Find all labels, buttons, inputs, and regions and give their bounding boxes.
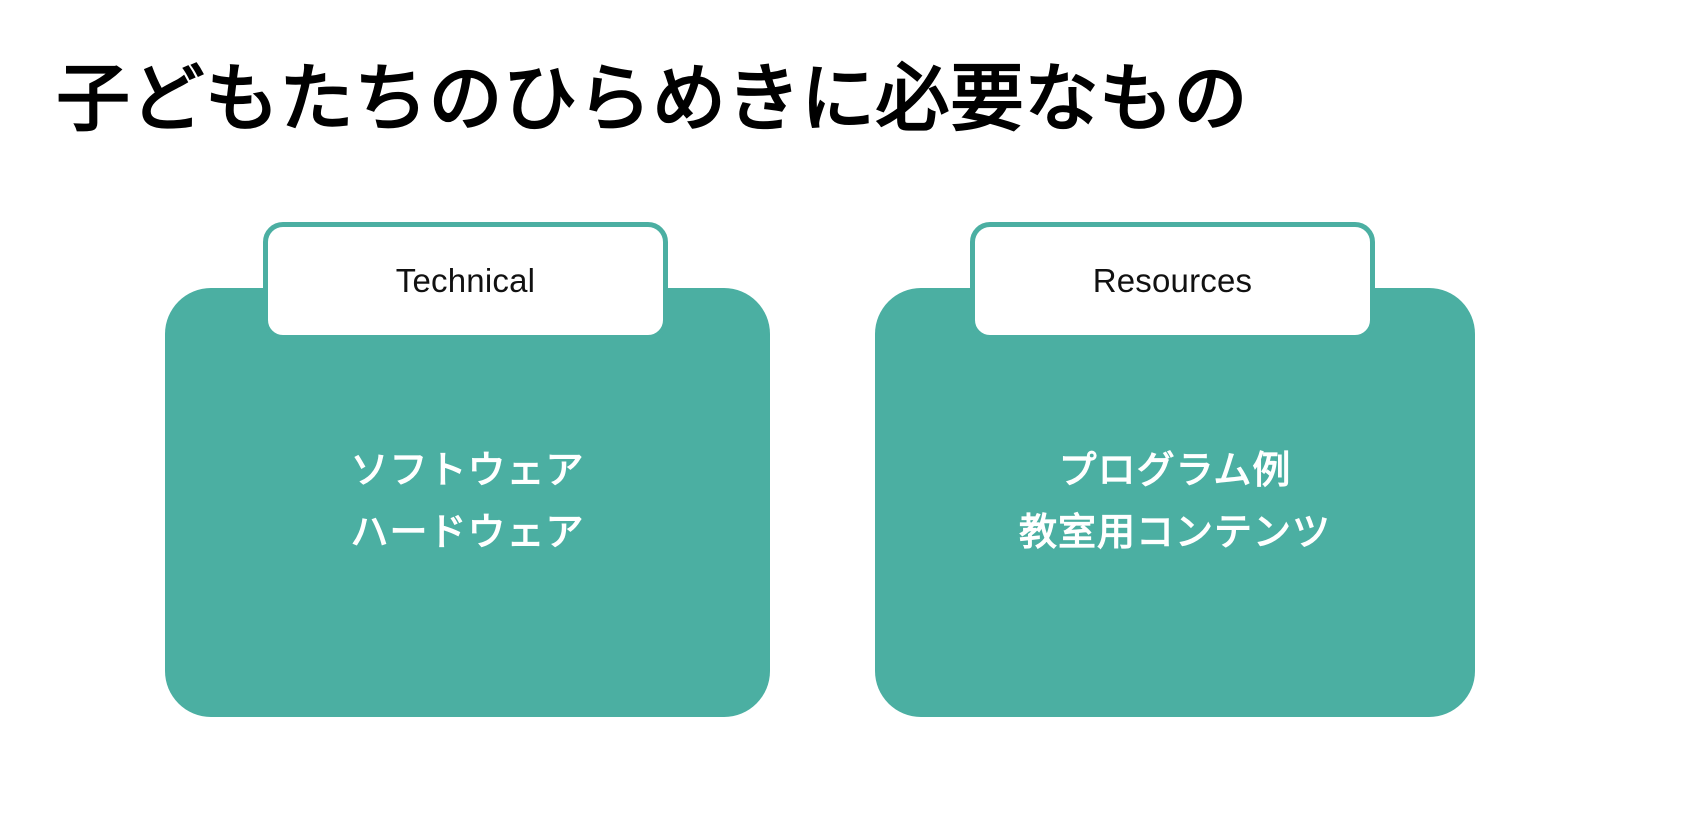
card-resources[interactable]: プログラム例 教室用コンテンツ Resources [875,222,1475,717]
card-technical-label-text: Technical [395,262,536,299]
card-resources-label[interactable]: Resources [970,222,1375,340]
card-technical-body: ソフトウェア ハードウェア [165,288,770,717]
card-resources-text: プログラム例 教室用コンテンツ [875,440,1475,563]
card-technical-line-2: ハードウェア [350,509,585,554]
card-technical-line-1: ソフトウェア [350,448,585,492]
card-resources-body: プログラム例 教室用コンテンツ [875,288,1475,717]
page-title: 子どもたちのひらめきに必要なもの [56,56,1248,142]
card-resources-label-text: Resources [1092,262,1253,299]
card-resources-line-1: プログラム例 [1058,448,1292,492]
card-technical-text: ソフトウェア ハードウェア [165,440,770,563]
card-group: ソフトウェア ハードウェア Technical プログラム例 教室用コンテンツ … [0,222,1694,722]
card-resources-line-2: 教室用コンテンツ [1018,509,1331,554]
card-technical-label[interactable]: Technical [263,222,668,340]
card-technical[interactable]: ソフトウェア ハードウェア Technical [165,222,770,717]
